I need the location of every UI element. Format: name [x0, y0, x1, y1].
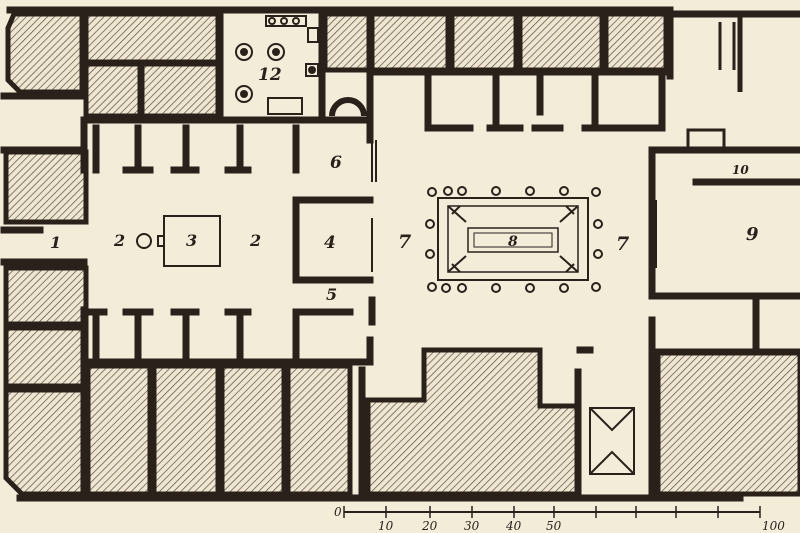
walls: [0, 6, 800, 502]
room-bottom-a: [85, 363, 153, 497]
fixture-circle-b: [267, 43, 285, 61]
scale-bar: 0 10 20 30 40 50 100: [334, 505, 785, 533]
scale-label-10: 10: [378, 519, 394, 533]
room-right-bottom: [655, 349, 800, 497]
room-label-3: 3: [186, 231, 197, 250]
room-top-right-c: [603, 11, 669, 73]
room-top-shop-b: [83, 61, 143, 119]
room-top-right-a: [449, 11, 519, 73]
room-label-2-right: 2: [249, 231, 261, 250]
room-top-left-corner: [5, 11, 85, 95]
upper-right-walls: [686, 14, 743, 152]
room-label-5: 5: [326, 285, 337, 304]
room-bottom-d: [285, 363, 353, 497]
scale-label-100: 100: [762, 519, 785, 533]
room-bottom-center: [365, 347, 581, 497]
room-top-right-b: [517, 11, 605, 73]
room-label-10: 10: [732, 163, 749, 177]
scale-label-zero: 0: [334, 505, 342, 519]
doorway-marks: [371, 140, 657, 475]
hatched-rooms: [3, 11, 800, 497]
garden-inner-border: [447, 205, 579, 273]
peristyle-garden: [437, 197, 589, 281]
room-bottom-c: [219, 363, 287, 497]
scale-label-30: 30: [464, 519, 480, 533]
fixture-circle-a: [235, 43, 253, 61]
room-label-7-left: 7: [398, 231, 411, 253]
room-left-mid-b: [3, 325, 89, 389]
apse-semicircle: [329, 97, 367, 117]
room-left-mid-a: [3, 265, 89, 327]
room-label-1: 1: [50, 233, 61, 252]
room-label-6: 6: [330, 153, 342, 173]
room-top-mid: [322, 11, 372, 73]
room-label-12: 12: [258, 65, 282, 85]
well-head: [136, 233, 152, 249]
fixture-circle-c: [235, 85, 253, 103]
room-top-center: [369, 11, 451, 73]
room-label-8: 8: [508, 234, 518, 250]
room-top-shop-c: [139, 61, 221, 119]
scale-label-40: 40: [505, 519, 522, 533]
room-bottom-b: [151, 363, 221, 497]
scale-label-20: 20: [421, 519, 438, 533]
garden-basin: [467, 227, 559, 253]
room-label-4: 4: [324, 233, 336, 253]
room-labels: 1 2 3 2 4 5 6 7 7 8 9 10 12: [50, 65, 759, 304]
room-12-fixtures: [235, 15, 319, 115]
room-label-9: 9: [746, 224, 759, 245]
garden-outer-border: [437, 197, 589, 281]
room-label-2-left: 2: [113, 231, 125, 250]
room-top-shop-a: [83, 11, 221, 65]
impluvium: [136, 215, 221, 267]
room-left-lower: [3, 387, 89, 497]
scale-label-50: 50: [546, 519, 562, 533]
room-label-7-right: 7: [616, 233, 629, 255]
room-left-upper: [3, 149, 89, 225]
peristyle-columns: [425, 186, 603, 293]
